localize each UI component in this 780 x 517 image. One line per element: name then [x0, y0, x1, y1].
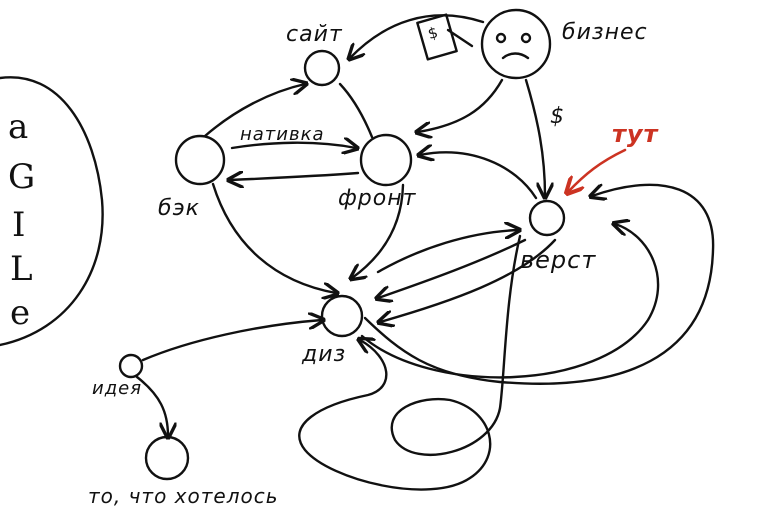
node-design-label: диз	[302, 342, 347, 367]
node-idea-label: идея	[92, 378, 143, 399]
node-result-label: то, что хотелось	[88, 484, 279, 508]
arrow-pain	[568, 148, 627, 192]
node-result-circle	[144, 435, 190, 481]
arrow-idea-to-design	[141, 320, 322, 362]
node-site-label: сайт	[286, 22, 343, 47]
agile-letter: G	[8, 157, 36, 197]
loop-verstka-big	[363, 185, 715, 385]
agile-letter: a	[8, 107, 29, 147]
business-face-icon	[480, 8, 552, 80]
line-front-to-site	[338, 82, 374, 139]
arrow-back-to-site	[203, 84, 305, 138]
node-design-circle	[320, 294, 364, 338]
loop-design-outer	[360, 224, 660, 379]
arrow-verstka-to-front	[420, 152, 538, 200]
loop-lower	[298, 234, 522, 491]
arrow-business-to-front	[418, 78, 504, 132]
node-back-circle	[174, 134, 226, 186]
agile-bubble	[0, 76, 104, 347]
pain-label: тут	[612, 120, 659, 148]
node-verstka-label: верст	[520, 246, 597, 274]
edge-money-label: $	[550, 104, 565, 129]
arrow-verstka-to-design-1	[378, 238, 527, 298]
node-idea-circle	[118, 353, 144, 379]
arrow-front-to-back	[230, 173, 360, 180]
arrow-back-to-design	[211, 182, 336, 293]
arrow-front-to-design	[352, 183, 405, 278]
arrow-idea-to-result	[135, 375, 168, 436]
money-bill-icon	[416, 13, 474, 61]
node-back-label: бэк	[158, 196, 200, 221]
edge-native-label: нативка	[240, 124, 325, 145]
node-front-label: фронт	[338, 186, 417, 211]
node-site-circle	[303, 49, 341, 87]
arrow-verstka-to-design-2	[380, 238, 557, 322]
node-business-label: бизнес	[562, 20, 648, 45]
arrow-business-to-site	[350, 14, 485, 58]
node-verstka-circle	[528, 199, 566, 237]
arrow-business-to-verstka	[524, 78, 545, 196]
agile-letter: e	[10, 293, 31, 333]
arrow-back-to-front	[230, 143, 356, 148]
node-front-circle	[359, 133, 413, 187]
agile-letter: I	[12, 205, 26, 245]
arrow-design-to-verstka	[376, 230, 518, 274]
agile-letter: L	[10, 249, 33, 289]
